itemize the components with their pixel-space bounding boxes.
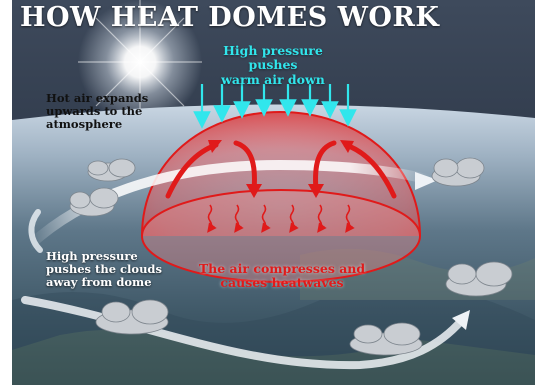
heat-arrow [317,204,327,233]
clouds-label: High pressure pushes the clouds away fro… [46,249,186,290]
cloud [69,187,119,217]
cloud [349,322,423,356]
high-pressure-label-line1: High pressure pushes [223,43,323,73]
diagram-title: HOW HEAT DOMES WORK [20,2,440,33]
hot-air-label-line2: upwards to the [46,104,143,119]
cloud [445,261,513,297]
red-arrowheads [208,140,354,198]
clouds-label-line3: away from dome [46,275,152,290]
cloud [431,157,485,187]
clouds-label-line2: pushes the clouds [46,262,162,277]
hot-air-label: Hot air expands upwards to the atmospher… [46,91,186,132]
heat-arrow [207,204,217,233]
hot-air-label-line1: Hot air expands [46,91,149,105]
red-arrow-down-left [233,140,257,193]
heat-arrow [234,204,244,233]
heat-arrow [289,204,299,233]
cloud [95,299,169,335]
clouds-label-line1: High pressure [46,249,138,263]
heat-arrow [261,204,271,233]
airflow-arrowhead-top [415,172,438,190]
sun-rays [78,0,202,124]
compression-label: The air compresses and causes heatwaves [196,261,368,291]
airflow-band-left [28,209,43,253]
left-border [0,0,12,385]
cloud-group [69,157,513,356]
cloud [87,158,136,182]
airflow-arrowhead-bottom [452,310,470,330]
high-pressure-arrows [193,84,357,129]
compression-label-line1: The air compresses and [198,261,366,276]
high-pressure-label-line2: warm air down [221,71,325,87]
red-arrow-up-right [343,142,397,199]
red-arrow-down-right [313,140,337,193]
high-pressure-label: High pressure pushes warm air down [198,43,348,87]
heat-arrow [345,204,355,233]
compression-label-line2: causes heatwaves [220,275,344,291]
heat-wave-arrows [207,204,355,233]
hot-air-label-line3: atmosphere [46,117,123,132]
